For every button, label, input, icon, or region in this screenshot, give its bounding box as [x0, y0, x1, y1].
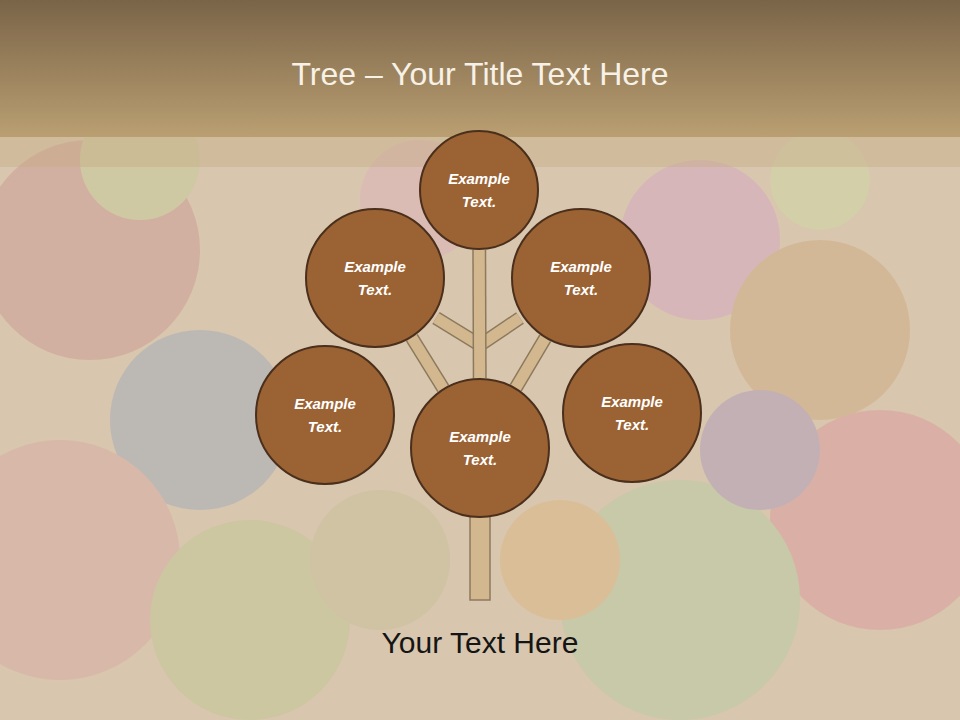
tree-circle: Example Text.	[255, 345, 395, 485]
circle-shape	[420, 131, 538, 249]
circle-shape	[411, 379, 549, 517]
tree-branch	[516, 338, 545, 388]
circle-outline	[305, 208, 445, 348]
node-text: Example Text.	[282, 392, 368, 438]
node-text: Example Text.	[332, 255, 418, 301]
circle-outline	[419, 130, 539, 250]
node-text: Example Text.	[589, 390, 675, 436]
tree-circle: Example Text.	[410, 378, 550, 518]
branch-fill	[516, 338, 545, 388]
tree-branch	[412, 338, 443, 389]
node-text: Example Text.	[436, 167, 522, 213]
branch-fill	[412, 338, 443, 389]
tree-branch	[479, 250, 480, 378]
node-text: Example Text.	[538, 255, 624, 301]
branch-outline	[516, 338, 545, 388]
circle-outline	[255, 345, 395, 485]
branch-outline	[412, 338, 443, 389]
node-text: Example Text.	[437, 425, 523, 471]
circle-shape	[306, 209, 444, 347]
tree-circle: Example Text.	[305, 208, 445, 348]
circle-shape	[256, 346, 394, 484]
branch-fill	[474, 250, 485, 378]
slide-title: Tree – Your Title Text Here	[0, 54, 960, 94]
tree-circle: Example Text.	[419, 130, 539, 250]
tree-circle: Example Text.	[562, 343, 702, 483]
circle-outline	[511, 208, 651, 348]
circle-outline	[562, 343, 702, 483]
circle-outline	[410, 378, 550, 518]
tree-circle: Example Text.	[511, 208, 651, 348]
circle-shape	[563, 344, 701, 482]
branch-outline	[472, 250, 486, 378]
slide-caption: Your Text Here	[0, 624, 960, 662]
circle-shape	[512, 209, 650, 347]
